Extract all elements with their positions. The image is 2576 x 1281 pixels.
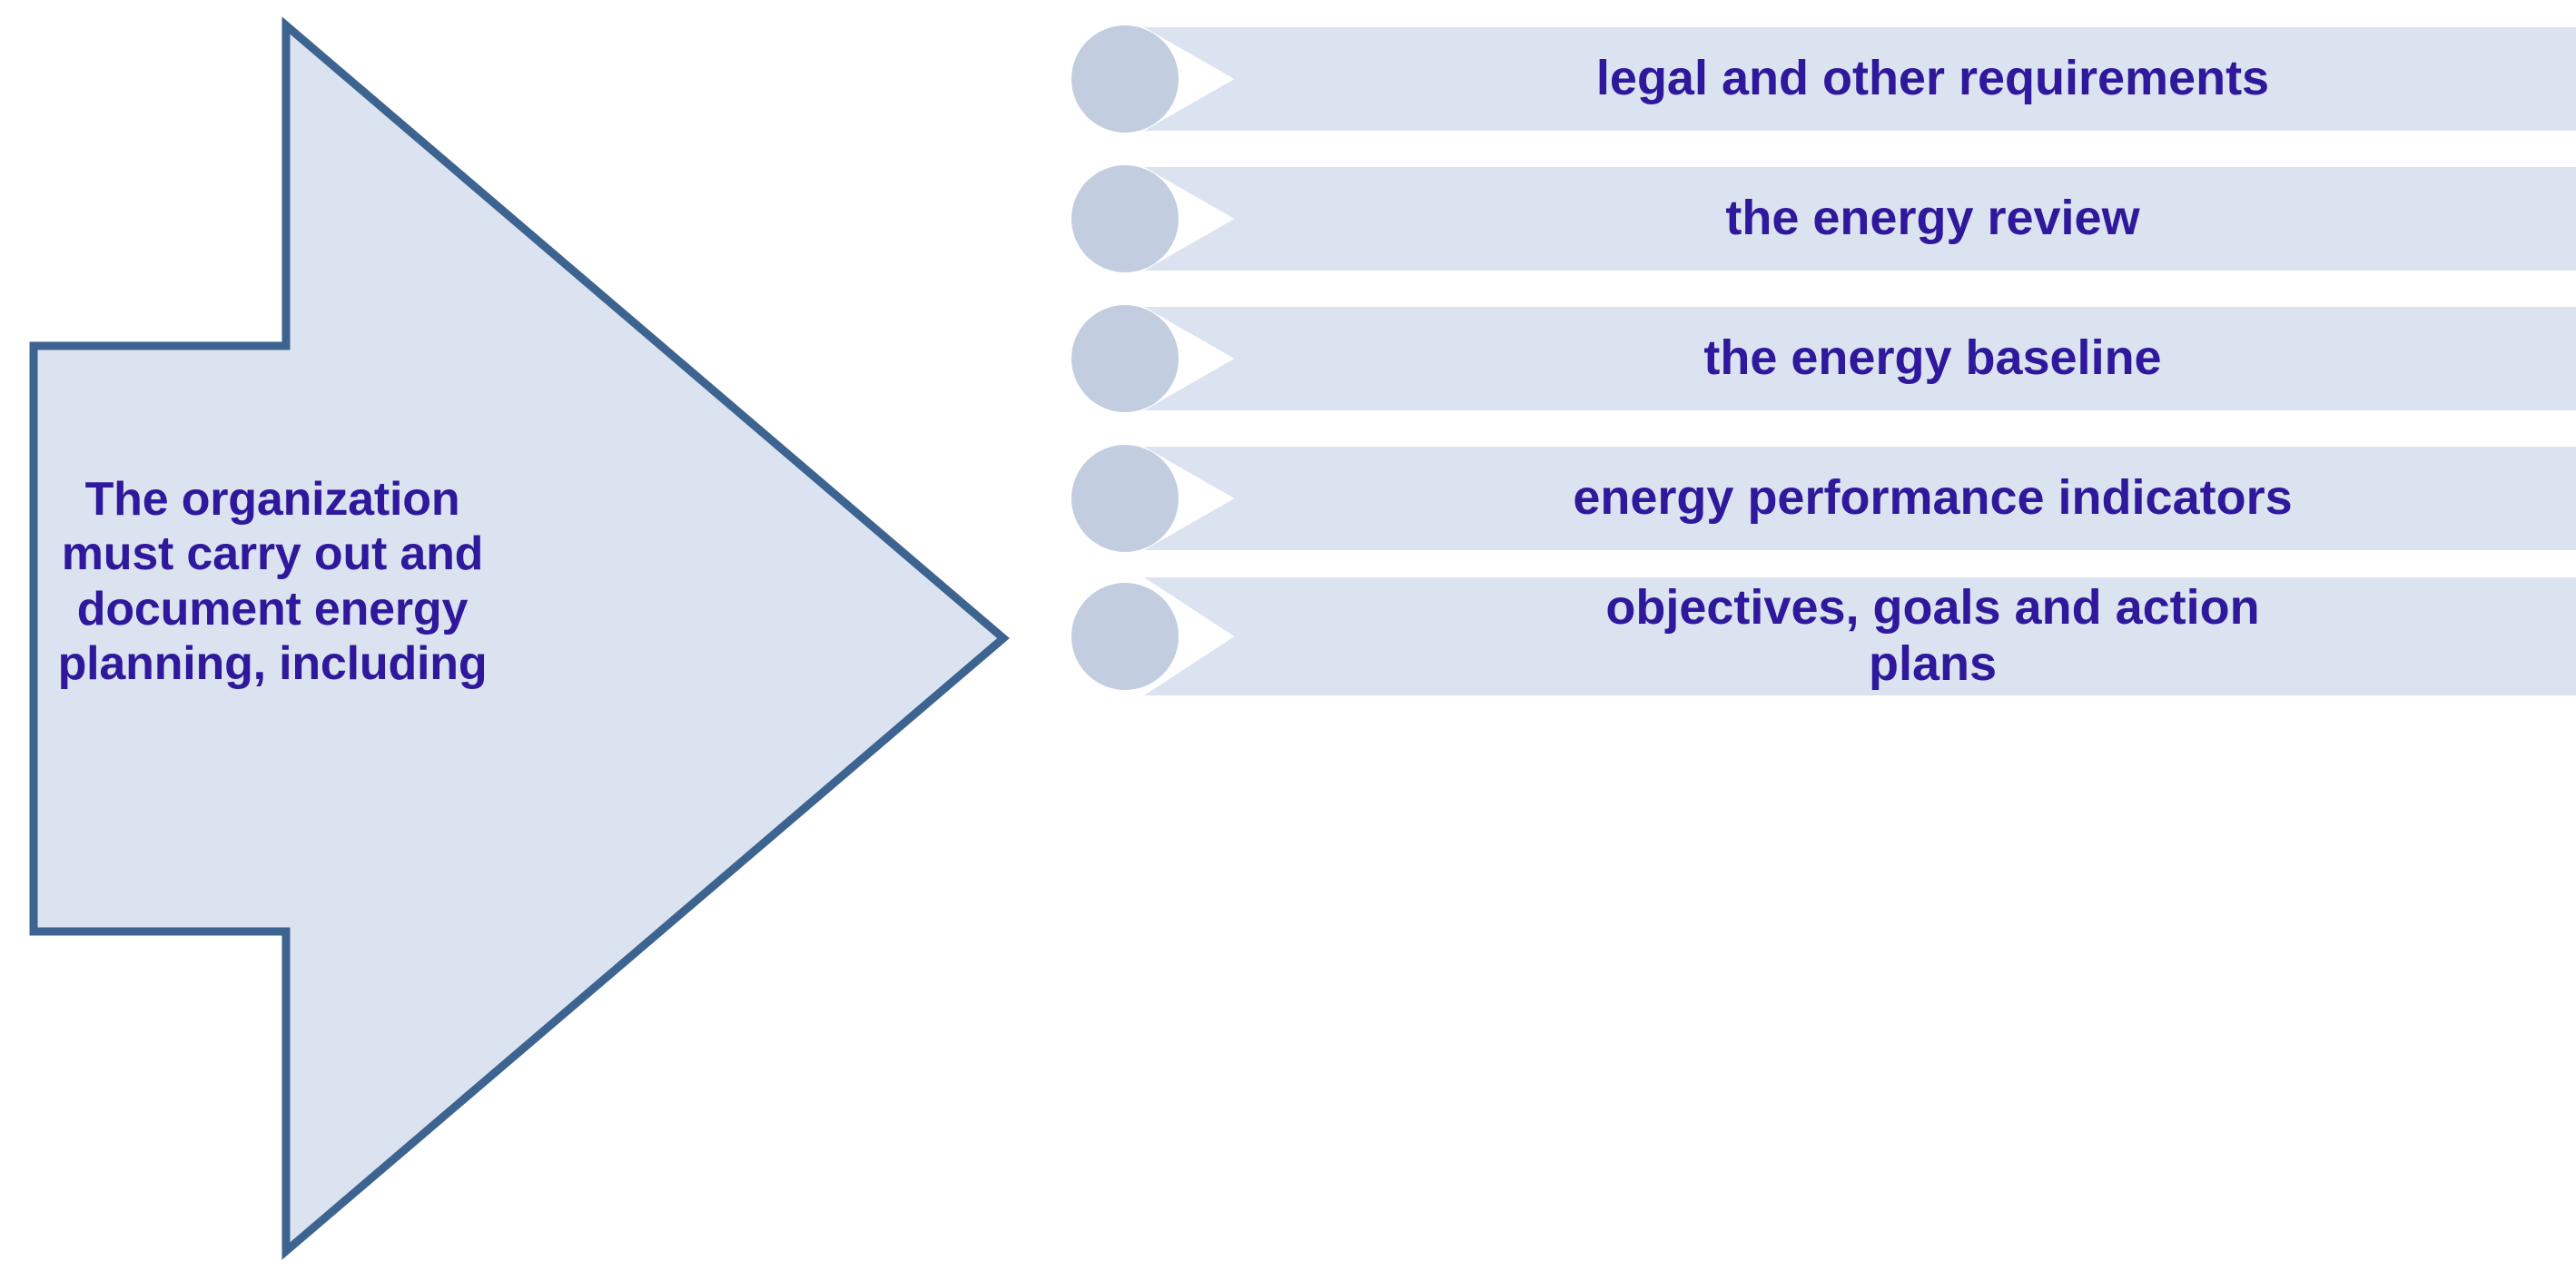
item-label: the energy baseline: [1703, 330, 2162, 386]
list-item[interactable]: legal and other requirements: [1071, 25, 2576, 134]
bullet-circle-icon: [1071, 583, 1179, 690]
list-item[interactable]: the energy review: [1071, 165, 2576, 274]
item-box[interactable]: the energy baseline: [1144, 307, 2576, 410]
list-item[interactable]: energy performance indicators: [1071, 445, 2576, 554]
item-label: legal and other requirements: [1595, 51, 2270, 106]
arrow-shape-icon: [29, 16, 1010, 1260]
item-label: energy performance indicators: [1573, 470, 2293, 526]
bullet-circle-icon: [1071, 25, 1179, 133]
arrow-label: The organization must carry out and docu…: [57, 473, 488, 690]
bullet-circle-icon: [1071, 445, 1179, 552]
bullet-circle-icon: [1071, 165, 1179, 272]
item-box[interactable]: energy performance indicators: [1144, 447, 2576, 550]
bullet-circle-icon: [1071, 305, 1179, 412]
list-item[interactable]: objectives, goals and action plans: [1071, 577, 2576, 701]
list-item[interactable]: the energy baseline: [1071, 305, 2576, 414]
item-label: objectives, goals and action plans: [1605, 580, 2260, 691]
process-arrow: The organization must carry out and docu…: [0, 0, 1017, 1281]
arrow-polygon: [29, 16, 1010, 1260]
item-label: the energy review: [1725, 191, 2140, 246]
item-box[interactable]: objectives, goals and action plans: [1144, 577, 2576, 695]
item-box[interactable]: the energy review: [1144, 167, 2576, 271]
item-box[interactable]: legal and other requirements: [1144, 27, 2576, 131]
